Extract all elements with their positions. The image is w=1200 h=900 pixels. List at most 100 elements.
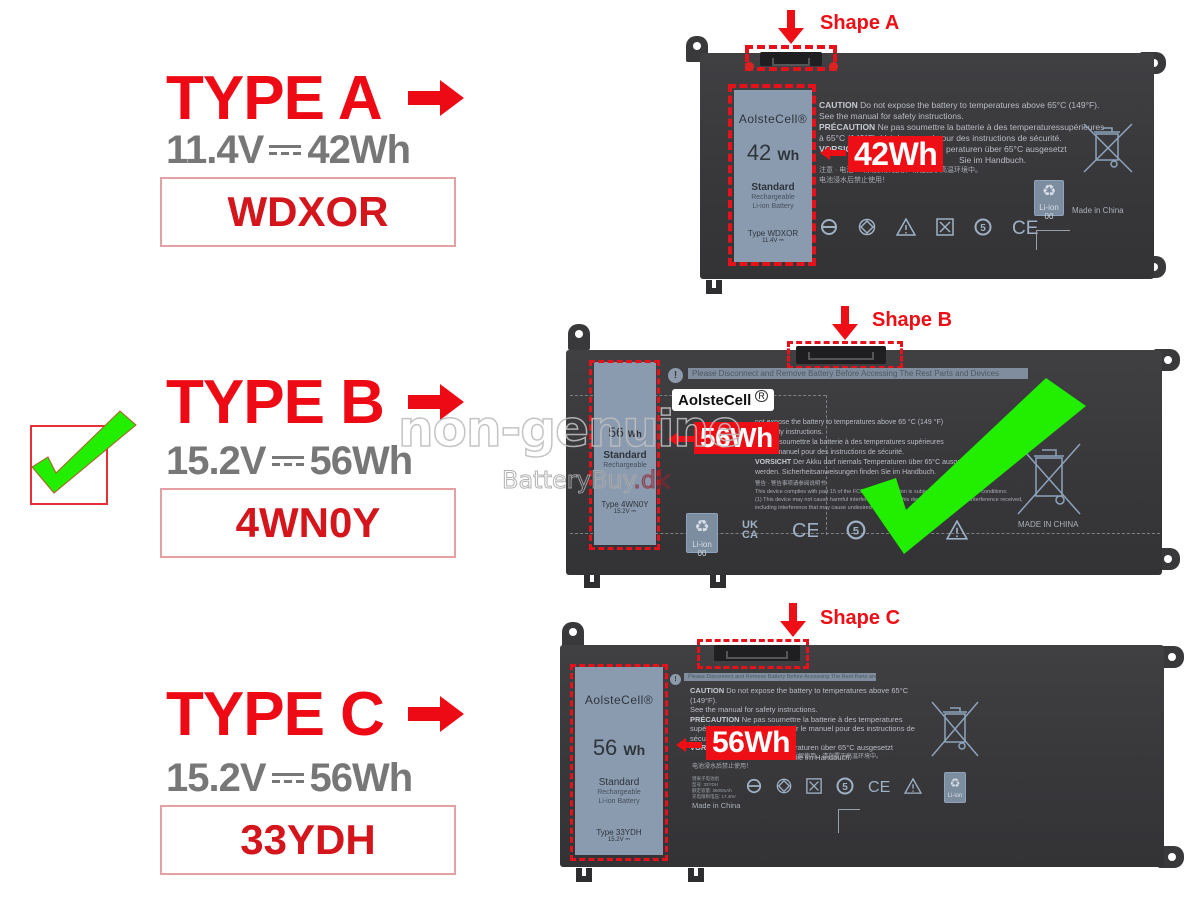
- dashed-guide: [826, 395, 827, 535]
- warning-triangle-icon: [946, 520, 968, 540]
- disconnect-banner: Please Disconnect and Remove Battery Bef…: [684, 673, 876, 681]
- voltage: 11.4V: [166, 128, 264, 172]
- connector-highlight: [787, 341, 903, 369]
- voltage: 15.2V: [166, 439, 267, 483]
- type-a-model-box: WDXOR: [160, 177, 456, 247]
- circle-minus-icon: [746, 778, 762, 794]
- model-code: 33YDH: [240, 816, 376, 863]
- down-arrow-icon: [778, 10, 804, 44]
- left-arrow-icon: [820, 146, 846, 160]
- ce-mark-icon: CE: [1012, 218, 1038, 236]
- negative-terminal-icon: [745, 62, 754, 71]
- down-arrow-icon: [780, 603, 806, 637]
- label-sub: Rechargeable: [597, 789, 641, 796]
- positive-terminal-icon: [829, 62, 838, 71]
- warning-triangle-icon: [896, 218, 916, 236]
- mount-foot: [576, 868, 592, 882]
- ce-mark-icon: CE: [792, 520, 818, 540]
- recycle-icon: ♻Li-ion 00: [1034, 180, 1064, 221]
- mount-tab: [562, 622, 584, 648]
- capacity: 56Wh: [309, 439, 414, 483]
- vorsicht-text: VORSICHT Der Akku darf niemals Temperatu…: [755, 459, 976, 476]
- label-highlight: [589, 360, 660, 550]
- type-b-model-box: 4WN0Y: [160, 488, 456, 558]
- type-a-title: TYPE A: [166, 64, 383, 133]
- label-sub: Li-ion Battery: [752, 203, 794, 210]
- chinese-warning-2: 电池浸水后禁止使用！: [692, 764, 753, 770]
- label-highlight: [570, 664, 668, 861]
- svg-text:CE: CE: [792, 520, 818, 540]
- label-volt: 15.2V ⎓: [607, 837, 631, 843]
- diamond-cert-icon: [776, 778, 792, 794]
- approved-checkmark-icon: [860, 378, 1086, 554]
- dc-symbol-icon: [271, 452, 304, 470]
- right-arrow-icon: [408, 384, 464, 420]
- dashed-guide: [570, 533, 1160, 534]
- connector: [714, 645, 800, 661]
- watermark-text: non-genuine: [397, 399, 742, 459]
- mount-tab: [1158, 646, 1184, 668]
- label-standard: Standard: [603, 450, 647, 461]
- exclamation-icon: !: [670, 674, 681, 685]
- ukca-mark-icon: UK CA: [742, 519, 758, 541]
- label-standard: Standard: [598, 777, 640, 788]
- battery-label: AolsteCell® 56 Wh Standard Rechargeable …: [575, 667, 663, 855]
- made-in: MADE IN CHINA: [1018, 520, 1079, 529]
- 5-year-icon: 5: [846, 520, 866, 540]
- warning-triangle-icon: [904, 778, 922, 794]
- made-in: Made in China: [1072, 206, 1124, 215]
- shape-a-label: Shape A: [820, 12, 900, 34]
- down-arrow-icon: [832, 306, 858, 340]
- type-b-spec: 15.2V 56Wh: [166, 439, 414, 483]
- capacity: 56Wh: [309, 756, 414, 800]
- dc-symbol-icon: [271, 769, 304, 787]
- chinese-warning: 请勿拆解使用，请在置于高温环境中。: [780, 754, 883, 760]
- capacity-badge: 56Wh: [694, 422, 779, 454]
- weee-bin-icon: [931, 701, 979, 757]
- label-type: Type 33YDH: [596, 828, 642, 837]
- certification-icons: 5 CE: [746, 777, 922, 795]
- connector: [760, 52, 822, 66]
- mount-foot: [688, 868, 704, 882]
- ce-mark-icon: CE: [868, 778, 890, 794]
- label-sub: Li-ion Battery: [598, 798, 640, 805]
- type-a-spec: 11.4V 42Wh: [166, 128, 411, 172]
- disconnect-banner: Please Disconnect and Remove Battery Bef…: [688, 368, 1028, 379]
- connector-highlight: [697, 639, 809, 669]
- mount-tab: [568, 324, 590, 350]
- circle-minus-icon: [821, 219, 837, 235]
- label-type: Type 4WN0Y: [601, 500, 649, 509]
- type-c-spec: 15.2V 56Wh: [166, 756, 414, 800]
- weee-bin-icon: [1083, 123, 1133, 173]
- label-volt: 15.2V ⎓: [613, 509, 637, 515]
- mount-foot: [710, 574, 726, 588]
- label-brand: AolsteCell®: [584, 693, 654, 707]
- model-code: WDXOR: [227, 188, 389, 235]
- svg-text:CE: CE: [868, 778, 890, 794]
- label-brand: AolsteCell®: [738, 112, 808, 126]
- selected-checkbox: [30, 425, 108, 505]
- 5-year-icon: 5: [974, 218, 992, 236]
- label-capacity: 56 Wh: [608, 424, 642, 440]
- left-arrow-icon: [676, 738, 702, 752]
- label-type: Type WDXOR: [747, 229, 799, 238]
- left-arrow-icon: [668, 432, 694, 446]
- label-highlight: [728, 84, 816, 266]
- label-volt: 11.4V ⎓: [762, 238, 784, 244]
- capacity-badge: 56Wh: [706, 726, 797, 760]
- shape-c-label: Shape C: [820, 607, 901, 629]
- svg-text:5: 5: [853, 525, 859, 537]
- battery-label: 56 Wh Standard Rechargeable Type 4WN0Y 1…: [594, 362, 656, 545]
- spec-lines: 锂离子电池组 型号: 33YDH 额定容量: 3500mAh 充电限制电压: 1…: [692, 776, 736, 799]
- recycle-icon: ♻Li-ion: [944, 772, 966, 803]
- mount-foot: [706, 280, 722, 294]
- svg-text:5: 5: [980, 223, 986, 234]
- caution-text: not expose the battery to temperatures a…: [755, 419, 944, 456]
- exclamation-icon: !: [668, 368, 683, 383]
- green-check-icon: [31, 410, 137, 494]
- svg-text:5: 5: [842, 782, 848, 793]
- shape-b-label: Shape B: [872, 309, 953, 331]
- type-b-title: TYPE B: [166, 368, 385, 437]
- dc-symbol-icon: [269, 141, 302, 159]
- connector: [796, 346, 886, 364]
